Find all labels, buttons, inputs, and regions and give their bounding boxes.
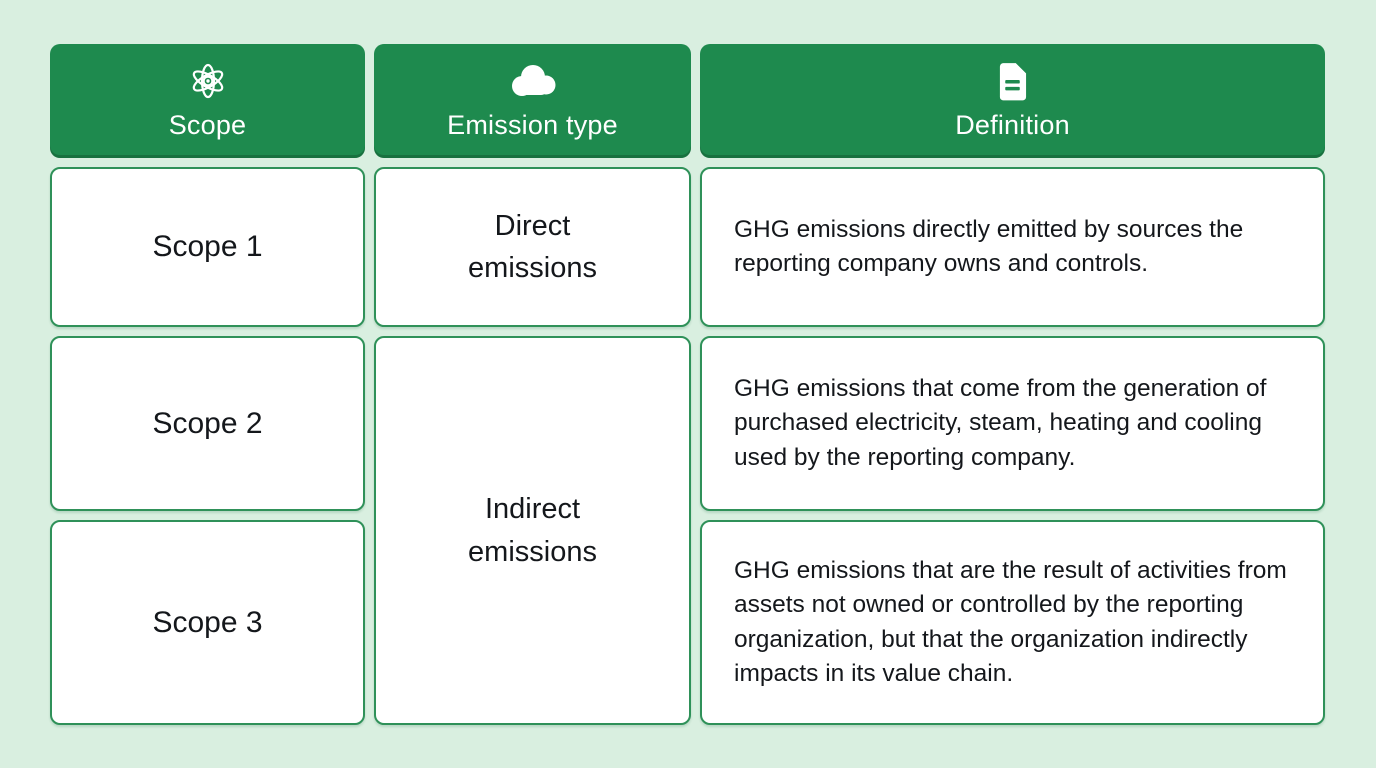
header-definition-label: Definition <box>955 110 1070 140</box>
scope-1-label: Scope 1 <box>152 230 263 263</box>
cell-definition-scope-3: GHG emissions that are the result of act… <box>700 520 1325 725</box>
cell-definition-scope-2: GHG emissions that come from the generat… <box>700 336 1325 511</box>
definition-scope-3-text: GHG emissions that are the result of act… <box>734 557 1287 687</box>
scope-3-label: Scope 3 <box>152 605 263 639</box>
header-definition: Definition <box>700 44 1325 158</box>
cell-scope-3: Scope 3 <box>50 520 365 725</box>
scope-2-label: Scope 2 <box>152 406 263 440</box>
cell-scope-2: Scope 2 <box>50 336 365 511</box>
atom-icon <box>186 59 230 103</box>
definition-scope-1-text: GHG emissions directly emitted by source… <box>734 215 1244 277</box>
scopes-table: Scope Emission type <box>50 44 1325 725</box>
cell-indirect-emissions: Indirect emissions <box>374 336 691 725</box>
header-emission-type-label: Emission type <box>447 110 618 140</box>
direct-emissions-label: Direct emissions <box>468 209 597 284</box>
definition-scope-2-text: GHG emissions that come from the generat… <box>734 375 1267 471</box>
header-scope-label: Scope <box>168 110 247 140</box>
header-emission-type: Emission type <box>374 44 691 158</box>
document-icon <box>997 59 1028 103</box>
indirect-emissions-label: Indirect emissions <box>468 493 597 568</box>
header-scope: Scope <box>50 44 365 158</box>
cell-scope-1: Scope 1 <box>50 167 365 327</box>
cell-direct-emissions: Direct emissions <box>374 167 691 327</box>
cell-definition-scope-1: GHG emissions directly emitted by source… <box>700 167 1325 327</box>
cloud-icon <box>506 59 560 103</box>
